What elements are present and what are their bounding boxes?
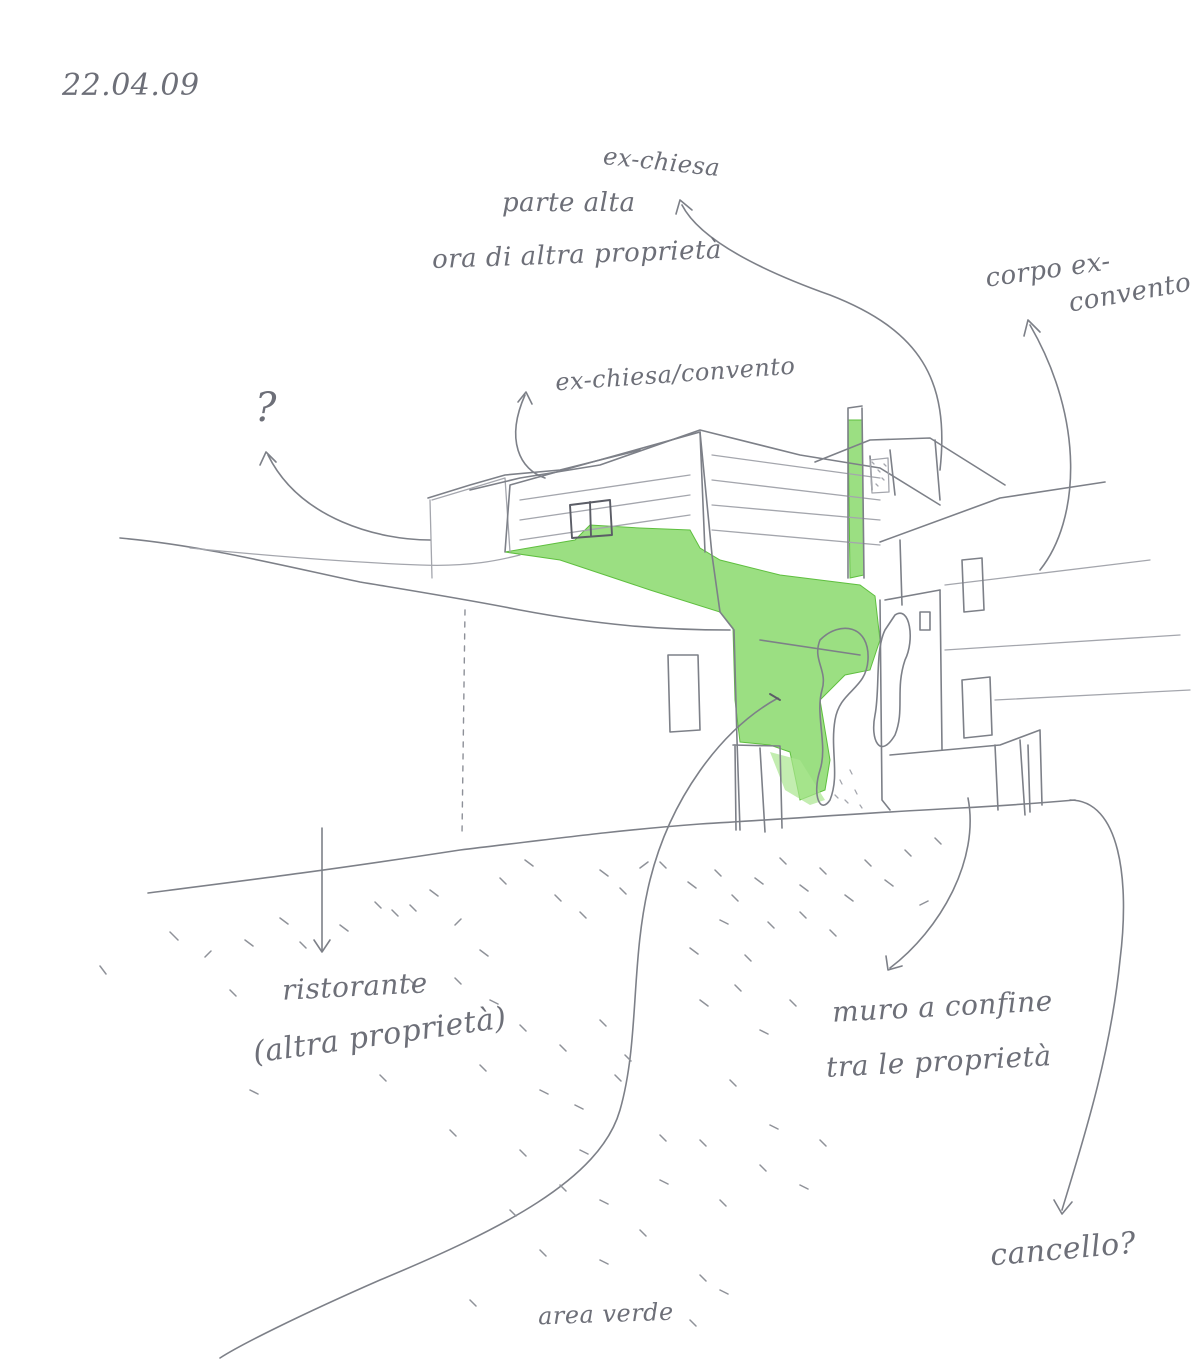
terrain-line-upper: [189, 547, 521, 566]
corpo-ex-convento-building: [879, 481, 1191, 751]
texture-dots: [871, 461, 887, 487]
label-question: ?: [255, 385, 277, 431]
label-area-verde: area verde: [537, 1297, 675, 1331]
upper-building: [814, 437, 1006, 501]
boundary-wall-gate: [889, 729, 1043, 816]
dashed-boundary: [461, 609, 466, 836]
ground-hatching: [99, 837, 942, 1327]
tree-outline: [816, 612, 911, 809]
ground-line: [147, 799, 1076, 894]
terrain-line: [119, 537, 731, 631]
left-block: [667, 654, 701, 733]
green-highlight-area: [504, 419, 881, 805]
date-text: 22.04.09: [62, 68, 200, 103]
chimney: [847, 405, 865, 579]
sketch-date: 22.04.09: [62, 68, 200, 103]
annotation-arrows: [219, 199, 1125, 1359]
front-wall: [719, 599, 891, 833]
label-parte-alta-line1: parte alta: [502, 188, 636, 218]
convent-building: [469, 429, 941, 613]
